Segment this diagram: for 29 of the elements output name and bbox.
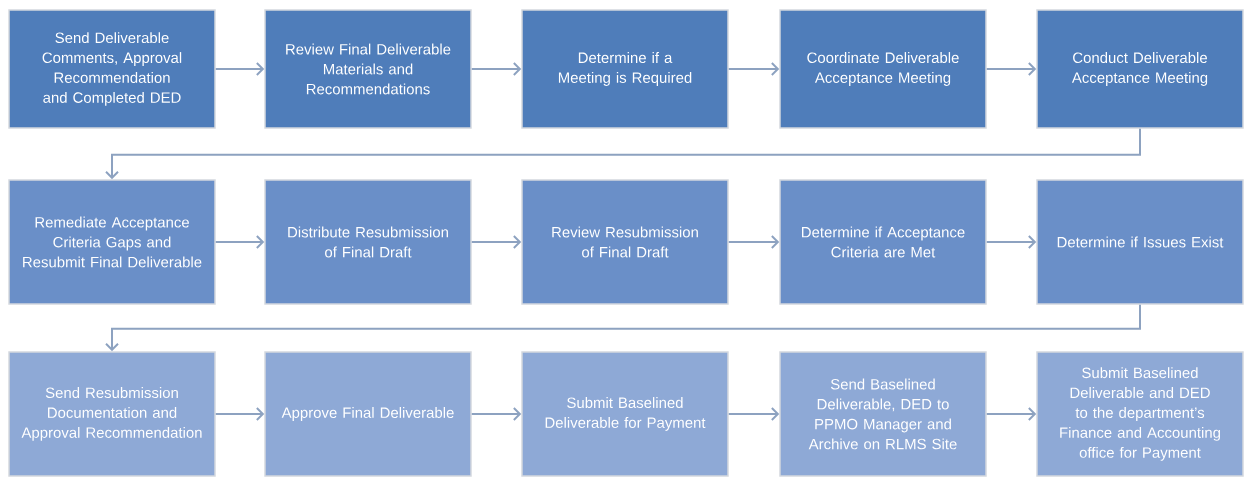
arrow xyxy=(727,235,780,249)
arrow xyxy=(214,407,265,421)
arrow xyxy=(214,62,265,76)
arrow xyxy=(470,62,522,76)
arrow xyxy=(105,303,1141,352)
process-box: Send Deliverable Comments, Approval Recommendation and Completed DED xyxy=(8,9,216,129)
process-box: Send Resubmission Documentation and Approval Recommendation xyxy=(8,351,216,477)
process-box: Determine if Acceptance Criteria are Met xyxy=(779,179,987,305)
process-box: Submit Baselined Deliverable for Payment xyxy=(521,351,729,477)
arrow xyxy=(470,407,522,421)
process-box: Distribute Resubmission of Final Draft xyxy=(264,179,472,305)
process-box: Submit Baselined Deliverable and DED to the department’s Finance and Accounting office for Payment xyxy=(1036,351,1244,477)
arrow xyxy=(985,407,1037,421)
arrow xyxy=(105,127,1141,180)
arrow xyxy=(985,62,1037,76)
arrow xyxy=(727,407,780,421)
process-box: Remediate Acceptance Criteria Gaps and Resubmit Final Deliverable xyxy=(8,179,216,305)
process-box: Review Final Deliverable Materials and Recommendations xyxy=(264,9,472,129)
process-box: Review Resubmission of Final Draft xyxy=(521,179,729,305)
process-box: Send Baselined Deliverable, DED to PPMO Manager and Archive on RLMS Site xyxy=(779,351,987,477)
process-box: Determine if a Meeting is Required xyxy=(521,9,729,129)
arrow xyxy=(727,62,780,76)
arrow xyxy=(985,235,1037,249)
arrow xyxy=(214,235,265,249)
process-box: Determine if Issues Exist xyxy=(1036,179,1244,305)
process-box: Coordinate Deliverable Acceptance Meeting xyxy=(779,9,987,129)
process-box: Approve Final Deliverable xyxy=(264,351,472,477)
arrow xyxy=(470,235,522,249)
process-box: Conduct Deliverable Acceptance Meeting xyxy=(1036,9,1244,129)
